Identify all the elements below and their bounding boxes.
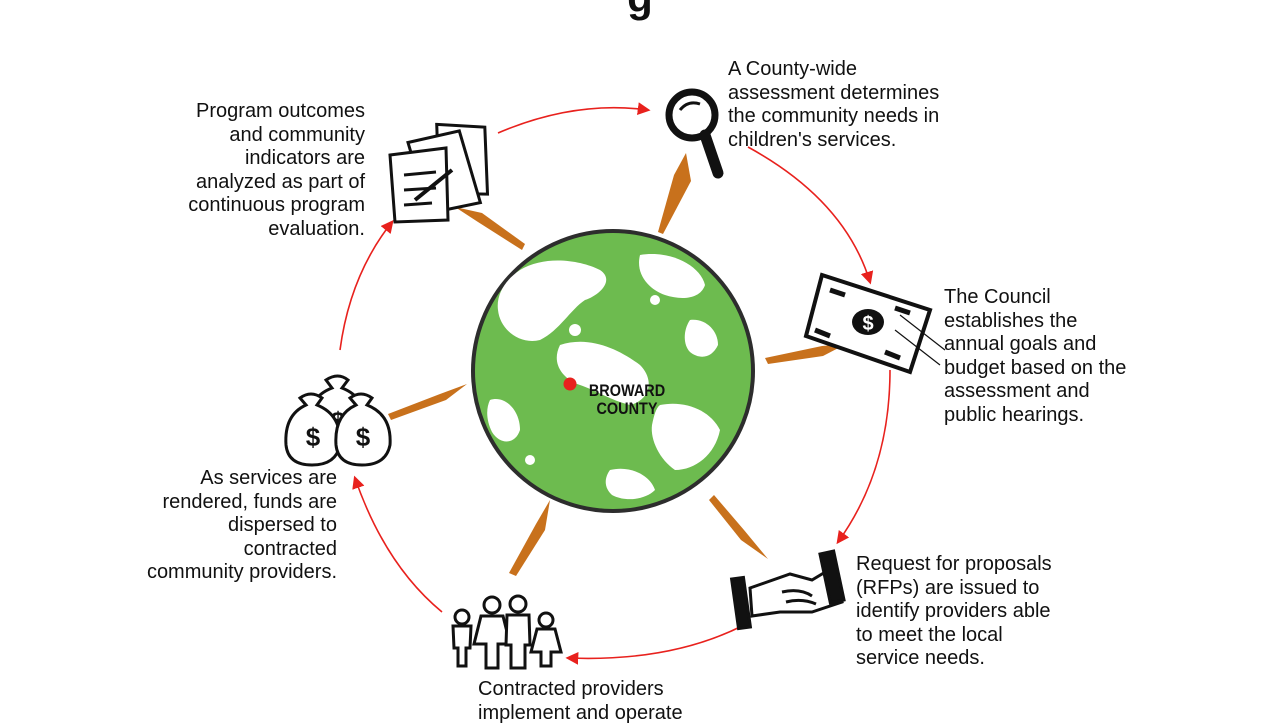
spoke-arrow-outcomes: [455, 207, 525, 250]
step-caption-rfp: Request for proposals (RFPs) are issued …: [856, 553, 1052, 669]
spoke-arrows: [388, 153, 846, 576]
spoke-arrow-funds: [388, 384, 467, 420]
cycle-arrow-4: [565, 625, 743, 665]
cycle-arrow-6: [339, 219, 394, 351]
step-caption-council: The Council establishes the annual goals…: [944, 286, 1127, 426]
svg-text:$: $: [306, 422, 321, 452]
magnifying-glass-icon: [665, 88, 724, 179]
documents-pen-icon: [388, 122, 490, 224]
svg-text:$: $: [356, 422, 371, 452]
handshake-icon: [729, 549, 846, 631]
cycle-arrow-1: [497, 102, 651, 134]
step-caption-assessment: A County-wide assessment determines the …: [728, 58, 940, 151]
spoke-arrow-assessment: [658, 153, 691, 234]
dollar-bill-icon: $: [803, 272, 946, 375]
page-heading-fragment: g: [0, 0, 1280, 22]
svg-text:$: $: [862, 313, 873, 335]
globe-icon: [471, 229, 755, 513]
cycle-arrows: [339, 102, 891, 665]
money-bags-icon: $ $ $: [284, 374, 392, 467]
cycle-arrow-2: [747, 146, 874, 285]
spoke-arrow-providers: [509, 500, 550, 576]
step-caption-providers: Contracted providers implement and opera…: [478, 678, 683, 724]
cycle-arrow-5: [352, 475, 443, 613]
spoke-arrow-rfp: [709, 495, 768, 559]
step-caption-funds: As services are rendered, funds are disp…: [146, 467, 337, 583]
family-icon: [451, 594, 563, 670]
cycle-arrow-3: [836, 369, 891, 545]
spoke-arrow-council: [765, 344, 846, 364]
location-dot: [563, 377, 577, 391]
broward-county-label: BROWARD COUNTY: [588, 381, 666, 418]
step-caption-outcomes: Program outcomes and community indicator…: [188, 100, 365, 240]
